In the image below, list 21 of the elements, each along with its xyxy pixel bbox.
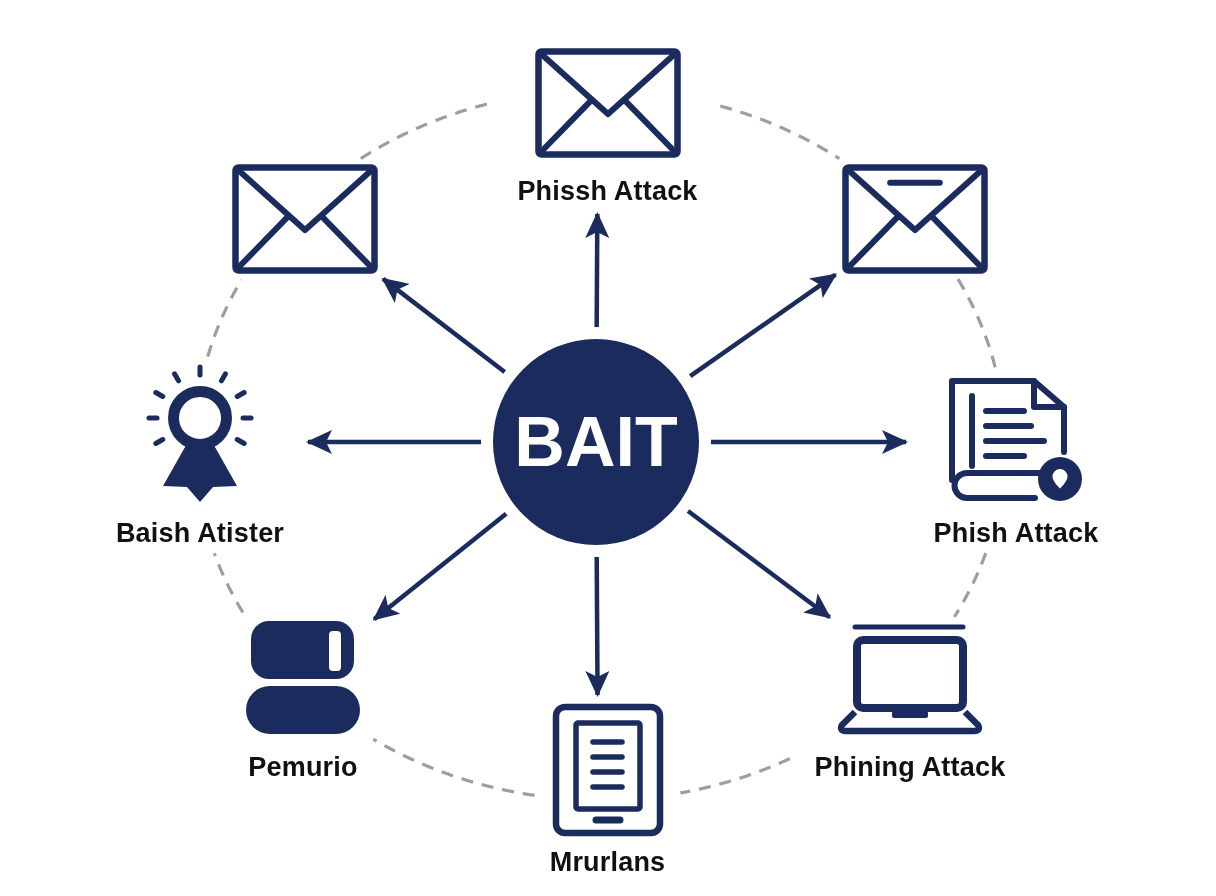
arrow (686, 509, 832, 619)
node-label: Mrurlans (549, 847, 666, 877)
node-label: Baish Atister (115, 518, 285, 548)
node-label: Phissh Attack (517, 176, 698, 206)
node-label: Phish Attack (933, 518, 1099, 548)
arrow (585, 212, 610, 327)
dashed-line (953, 552, 988, 618)
hub-label: BAIT (514, 404, 678, 480)
node-label: Pemurio (248, 752, 358, 782)
arrow (688, 272, 838, 378)
arrow (711, 430, 908, 454)
arrow (372, 512, 508, 621)
dashed-line (679, 757, 791, 795)
arrow (381, 277, 507, 374)
node-label: Phining Attack (814, 752, 1006, 782)
dashed-line (719, 104, 841, 160)
dashed-line (212, 552, 245, 614)
dashed-line (372, 737, 536, 797)
arrow (585, 557, 610, 697)
dashed-line (206, 278, 244, 358)
arrow (306, 430, 481, 454)
